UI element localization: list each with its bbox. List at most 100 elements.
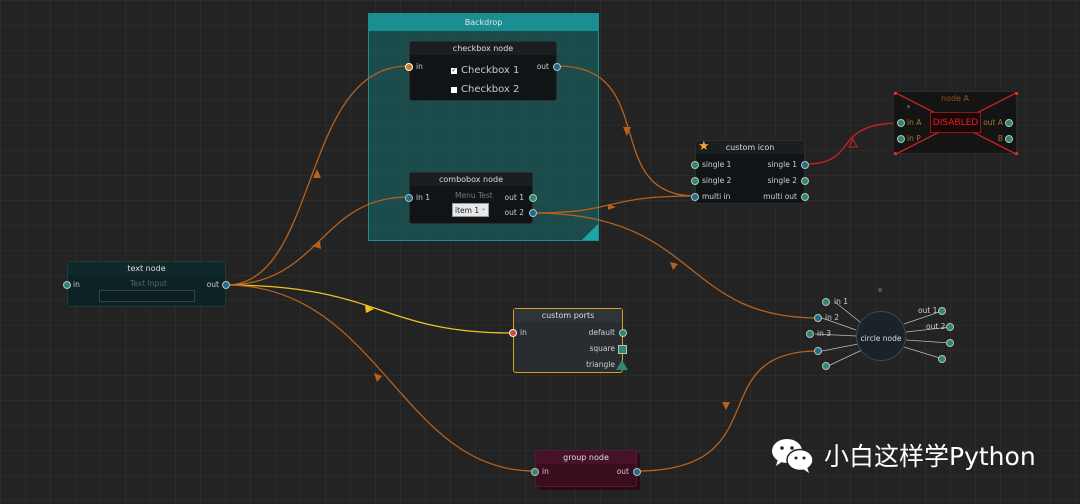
node-title: group node xyxy=(536,451,636,464)
port-label: single 2 xyxy=(767,176,797,185)
arrow-icon xyxy=(722,402,730,410)
node-title: custom icon xyxy=(696,141,804,154)
input-port-2[interactable] xyxy=(691,177,699,185)
arrow-icon xyxy=(313,169,321,178)
disabled-badge: DISABLED xyxy=(930,112,981,133)
port-label: single 1 xyxy=(767,160,797,169)
input-port[interactable] xyxy=(405,194,413,202)
checkbox-checked-icon: ✓ xyxy=(451,66,457,74)
checkbox-label: Checkbox 2 xyxy=(461,84,520,95)
selection-dot xyxy=(878,288,882,292)
port-label: default xyxy=(588,328,615,337)
port-label: out A xyxy=(983,118,1003,127)
checkbox-node[interactable]: checkbox node in out ✓ Checkbox 1 Checkb… xyxy=(405,41,561,101)
text-input-label: Text Input xyxy=(130,279,167,288)
text-input-field[interactable] xyxy=(99,290,195,302)
chevron-down-icon: ⌄ xyxy=(480,205,486,212)
output-port-b[interactable] xyxy=(1005,135,1013,143)
port-label: in xyxy=(520,328,527,337)
input-port-3[interactable] xyxy=(806,330,814,338)
output-port-1[interactable] xyxy=(938,307,946,315)
port-label: single 2 xyxy=(702,176,732,185)
wire-text-to-group xyxy=(225,284,535,472)
port-label: in A xyxy=(907,118,922,127)
output-port[interactable] xyxy=(553,63,561,71)
output-port-1[interactable] xyxy=(529,194,537,202)
wire-text-to-custom-ports xyxy=(225,284,513,334)
combobox-label: Menu Test xyxy=(455,191,493,200)
port-label: out 2 xyxy=(926,322,946,331)
port-label: out 2 xyxy=(504,208,524,217)
group-node[interactable]: group node in out xyxy=(531,450,641,487)
arrow-icon xyxy=(848,137,858,148)
port-label: out 1 xyxy=(918,306,938,315)
input-port-p[interactable] xyxy=(897,135,905,143)
input-port-1[interactable] xyxy=(822,298,830,306)
port-label: single 1 xyxy=(702,160,732,169)
arrow-icon xyxy=(365,305,374,313)
wire-custom-icon-to-node-a xyxy=(805,122,901,165)
node-title: node A xyxy=(941,94,969,103)
port-label: multi in xyxy=(702,192,731,201)
combobox-node[interactable]: combobox node in 1 out 1 out 2 Menu Test… xyxy=(405,172,537,224)
watermark: 小白这样学Python xyxy=(770,436,1036,474)
port-label: multi out xyxy=(763,192,797,201)
node-title: text node xyxy=(68,262,225,275)
input-port[interactable] xyxy=(63,281,71,289)
input-port-3[interactable] xyxy=(691,193,699,201)
port-label: out 1 xyxy=(504,193,524,202)
checkbox-2[interactable]: Checkbox 2 xyxy=(451,84,519,95)
input-port[interactable] xyxy=(509,329,517,337)
text-node[interactable]: text node in out Text Input xyxy=(63,261,230,307)
port-label: in 2 xyxy=(825,313,839,322)
output-port-3[interactable] xyxy=(946,339,954,347)
output-port-4[interactable] xyxy=(938,355,946,363)
resize-handle[interactable] xyxy=(582,224,598,240)
port-label: in xyxy=(416,62,423,71)
input-port-a[interactable] xyxy=(897,119,905,127)
input-port-2[interactable] xyxy=(814,314,822,322)
output-port-2[interactable] xyxy=(801,177,809,185)
backdrop-title: Backdrop xyxy=(369,14,598,31)
input-port-5[interactable] xyxy=(822,362,830,370)
port-label: out xyxy=(616,467,629,476)
output-port-3[interactable] xyxy=(801,193,809,201)
port-label: triangle xyxy=(586,360,615,369)
checkbox-1[interactable]: ✓ Checkbox 1 xyxy=(451,65,519,76)
node-title: combobox node xyxy=(410,173,532,186)
output-port-a[interactable] xyxy=(1005,119,1013,127)
circle-node[interactable]: circle node xyxy=(856,311,906,361)
node-title: circle node xyxy=(860,334,902,343)
custom-ports-node[interactable]: custom ports in default square triangle xyxy=(509,308,628,373)
port-label: in 3 xyxy=(817,329,831,338)
arrow-icon xyxy=(670,262,678,270)
star-icon: ★ xyxy=(698,139,710,154)
port-label: out xyxy=(536,62,549,71)
node-status-dot xyxy=(907,105,910,108)
port-label: in 1 xyxy=(416,193,430,202)
combobox-select[interactable]: item 1 ⌄ xyxy=(452,203,489,217)
disabled-label: DISABLED xyxy=(932,118,979,128)
checkbox-label: Checkbox 1 xyxy=(461,65,520,76)
arrow-icon xyxy=(623,127,631,136)
port-label: B xyxy=(997,134,1003,143)
triangle-output-port[interactable] xyxy=(616,360,628,370)
custom-icon-node[interactable]: custom icon ★ single 1 single 2 multi in… xyxy=(691,139,809,204)
output-port-1[interactable] xyxy=(801,161,809,169)
arrow-icon xyxy=(374,373,382,382)
input-port[interactable] xyxy=(531,468,539,476)
output-port[interactable] xyxy=(633,468,641,476)
output-port-2[interactable] xyxy=(946,323,954,331)
arrow-icon xyxy=(312,241,321,249)
output-port[interactable] xyxy=(222,281,230,289)
port-label: in P xyxy=(907,134,921,143)
input-port[interactable] xyxy=(405,63,413,71)
watermark-text: 小白这样学Python xyxy=(824,442,1036,471)
square-output-port[interactable] xyxy=(618,345,627,354)
node-a-disabled[interactable]: node A DISABLED in A in P out A B xyxy=(893,91,1018,155)
arrow-icon xyxy=(608,204,616,210)
output-port-2[interactable] xyxy=(529,209,537,217)
input-port-1[interactable] xyxy=(691,161,699,169)
input-port-4[interactable] xyxy=(814,347,822,355)
default-output-port[interactable] xyxy=(619,329,627,337)
